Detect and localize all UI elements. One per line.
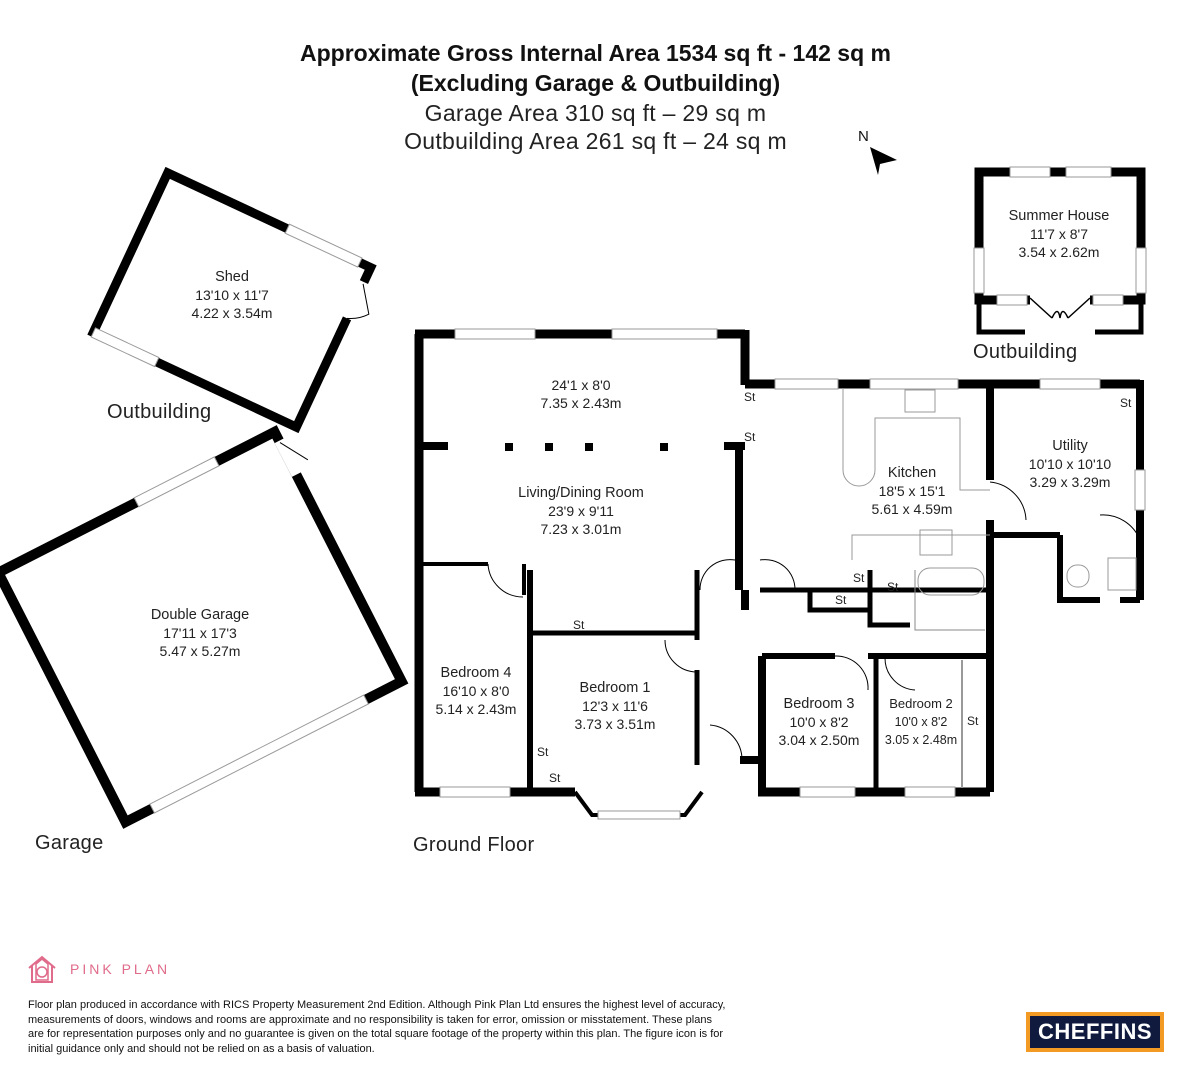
storage-label: St: [1120, 396, 1132, 410]
storage-label: St: [967, 714, 979, 728]
room-utility: Utility 10'10 x 10'10 3.29 x 3.29m: [1029, 437, 1111, 491]
disclaimer-text: Floor plan produced in accordance with R…: [28, 999, 726, 1055]
room-name: Living/Dining Room: [518, 485, 644, 501]
room-metric: 5.14 x 2.43m: [435, 701, 517, 717]
room-bedroom-3: Bedroom 3 10'0 x 8'2 3.04 x 2.50m: [779, 695, 860, 749]
room-summer-house: Summer House 11'7 x 8'7 3.54 x 2.62m: [1009, 207, 1110, 261]
room-name: Bedroom 1: [579, 680, 651, 696]
storage-label: St: [853, 571, 865, 585]
room-name: Double Garage: [150, 607, 250, 623]
room-living-upper: 24'1 x 8'0 7.35 x 2.43m: [541, 376, 622, 412]
room-metric: 5.47 x 5.27m: [159, 643, 241, 659]
cheffins-logo: CHEFFINS: [1026, 1012, 1164, 1052]
room-name: Bedroom 4: [440, 665, 512, 681]
room-metric: 3.05 x 2.48m: [884, 733, 958, 747]
room-imperial: 10'10 x 10'10: [1028, 456, 1112, 472]
room-metric: 7.23 x 3.01m: [540, 521, 622, 537]
room-imperial: 10'0 x 8'2: [894, 715, 948, 729]
garage-section-label: Garage: [35, 832, 104, 854]
room-metric: 5.61 x 4.59m: [871, 501, 953, 517]
room-imperial: 17'11 x 17'3: [163, 625, 237, 641]
storage-label: St: [537, 745, 549, 759]
room-shed: Shed 13'10 x 11'7 4.22 x 3.54m: [192, 268, 273, 322]
shed-walls: [87, 166, 377, 434]
room-metric: 3.54 x 2.62m: [1018, 244, 1100, 260]
room-imperial: 23'9 x 9'11: [548, 503, 614, 519]
main-house-walls: [414, 328, 1146, 820]
room-name: Bedroom 3: [783, 696, 855, 712]
ground-floor-section-label: Ground Floor: [413, 834, 535, 856]
pink-plan-brand: PINK PLAN: [70, 961, 171, 977]
room-metric: 3.73 x 3.51m: [574, 716, 656, 732]
shed-section-label: Outbuilding: [107, 401, 212, 423]
room-imperial: 10'0 x 8'2: [789, 714, 849, 730]
room-bedroom-2: Bedroom 2 10'0 x 8'2 3.05 x 2.48m: [885, 695, 957, 749]
room-name: Bedroom 2: [889, 696, 953, 711]
storage-label: St: [744, 390, 756, 404]
storage-label: St: [835, 593, 847, 607]
summer-house-walls: [973, 166, 1147, 335]
room-metric: 7.35 x 2.43m: [540, 395, 622, 411]
room-living-dining: Living/Dining Room 23'9 x 9'11 7.23 x 3.…: [518, 484, 644, 538]
pink-plan-logo: PINK PLAN: [26, 954, 170, 984]
outbuilding-area-text: Outbuilding Area 261 sq ft – 24 sq m: [404, 128, 787, 154]
summer-house-section-label: Outbuilding: [973, 341, 1078, 363]
room-name: Summer House: [1008, 208, 1110, 224]
storage-label: St: [887, 580, 899, 594]
room-bedroom-4: Bedroom 4 16'10 x 8'0 5.14 x 2.43m: [436, 664, 517, 718]
gross-area-subtitle: (Excluding Garage & Outbuilding): [410, 70, 781, 96]
storage-label: St: [573, 618, 585, 632]
room-imperial: 11'7 x 8'7: [1029, 226, 1089, 242]
compass-label: N: [858, 128, 869, 145]
garage-area-text: Garage Area 310 sq ft – 29 sq m: [424, 100, 767, 126]
room-name: Shed: [215, 269, 249, 285]
room-imperial: 24'1 x 8'0: [551, 377, 611, 393]
north-arrow-icon: [870, 147, 897, 175]
storage-label: St: [744, 430, 756, 444]
gross-area-title: Approximate Gross Internal Area 1534 sq …: [300, 40, 891, 66]
house-logo-icon: [28, 955, 56, 983]
room-name: Kitchen: [887, 465, 937, 481]
room-imperial: 16'10 x 8'0: [442, 683, 510, 699]
room-bedroom-1: Bedroom 1 12'3 x 11'6 3.73 x 3.51m: [575, 679, 656, 733]
room-metric: 3.29 x 3.29m: [1029, 474, 1111, 490]
room-imperial: 13'10 x 11'7: [195, 287, 269, 303]
room-name: Utility: [1052, 438, 1088, 454]
room-metric: 4.22 x 3.54m: [191, 305, 273, 321]
room-imperial: 12'3 x 11'6: [582, 698, 648, 714]
room-metric: 3.04 x 2.50m: [778, 732, 860, 748]
room-kitchen: Kitchen 18'5 x 15'1 5.61 x 4.59m: [872, 464, 953, 518]
double-garage-walls: [0, 425, 409, 829]
living-room-columns: [505, 443, 668, 451]
room-imperial: 18'5 x 15'1: [878, 483, 946, 499]
room-double-garage: Double Garage 17'11 x 17'3 5.47 x 5.27m: [151, 606, 249, 660]
storage-label: St: [549, 771, 561, 785]
